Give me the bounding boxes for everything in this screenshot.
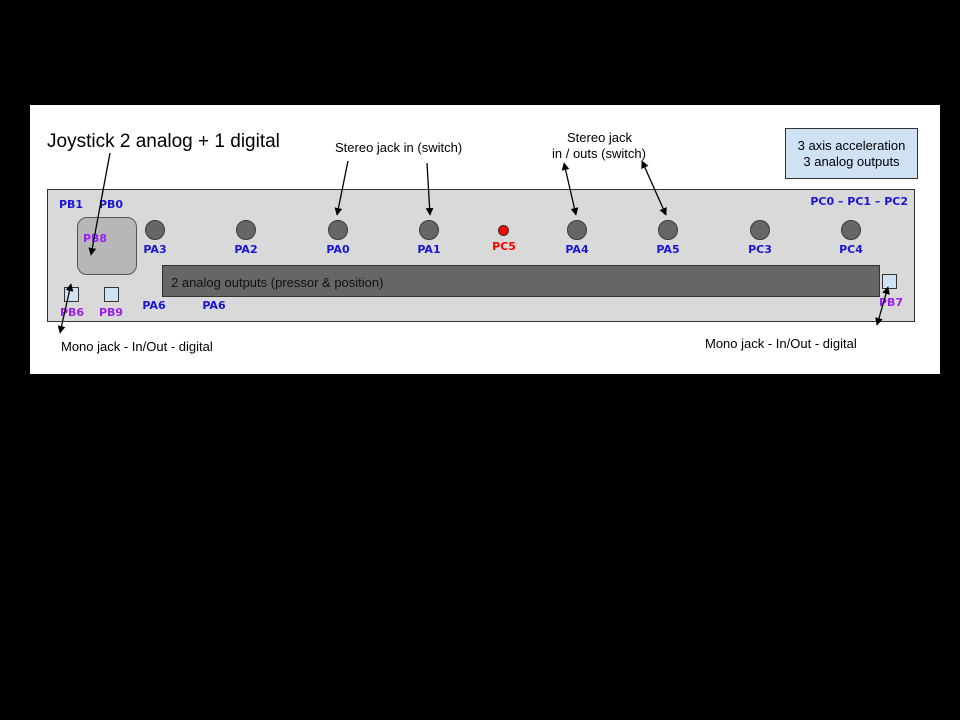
analog-output-label: 2 analog outputs (pressor & position) [171, 275, 384, 290]
jack-pc3[interactable] [750, 220, 770, 240]
stereo-inout-annotation-line1: Stereo jack [567, 130, 633, 145]
mono-left-annotation: Mono jack - In/Out - digital [61, 339, 213, 354]
jack-pa1[interactable] [419, 220, 439, 240]
analog-output-bar[interactable]: 2 analog outputs (pressor & position) [162, 265, 880, 297]
jack-pc4[interactable] [841, 220, 861, 240]
annotation-arrows [57, 152, 890, 334]
label-pa6-b: PA6 [202, 299, 226, 312]
label-pa0: PA0 [326, 243, 350, 256]
arrow-stereo-in-pa1 [425, 162, 434, 216]
label-pa4: PA4 [565, 243, 589, 256]
front-panel: PB1 PB0 PC0 – PC1 – PC2 PB8 PA3 PA2 PA0 … [47, 189, 915, 322]
label-pa2: PA2 [234, 243, 258, 256]
led-pc5 [498, 225, 509, 236]
label-pc4: PC4 [839, 243, 863, 256]
acceleration-box: 3 axis acceleration 3 analog outputs [785, 128, 918, 179]
joystick-annotation: Joystick 2 analog + 1 digital [47, 131, 280, 152]
label-pc5: PC5 [492, 240, 516, 253]
accel-line2: 3 analog outputs [803, 154, 900, 169]
label-pb9: PB9 [98, 306, 124, 319]
arrow-stereo-in-pa0 [334, 160, 349, 216]
jack-pa5[interactable] [658, 220, 678, 240]
arrow-stereo-pa4 [561, 162, 579, 216]
label-pc3: PC3 [748, 243, 772, 256]
arrow-mono-left [57, 283, 74, 334]
arrow-mono-right [875, 286, 890, 326]
label-pa1: PA1 [417, 243, 441, 256]
label-pa5: PA5 [656, 243, 680, 256]
arrow-stereo-pa5 [641, 160, 667, 216]
jack-pa0[interactable] [328, 220, 348, 240]
jack-pa2[interactable] [236, 220, 256, 240]
label-pc-group: PC0 – PC1 – PC2 [810, 195, 908, 208]
mono-right-annotation: Mono jack - In/Out - digital [705, 336, 857, 351]
label-pa3: PA3 [143, 243, 167, 256]
joystick[interactable] [77, 217, 137, 275]
label-pb1: PB1 [58, 198, 84, 211]
label-pa6-a: PA6 [142, 299, 166, 312]
jack-pb9[interactable] [104, 287, 119, 302]
jack-pa3[interactable] [145, 220, 165, 240]
stereo-in-annotation: Stereo jack in (switch) [335, 140, 463, 155]
arrow-joystick [88, 152, 111, 256]
jack-pa4[interactable] [567, 220, 587, 240]
accel-line1: 3 axis acceleration [797, 138, 906, 153]
stereo-inout-annotation-line2: in / outs (switch) [552, 146, 646, 161]
label-pb8: PB8 [82, 232, 108, 245]
label-pb0: PB0 [98, 198, 124, 211]
diagram-canvas: Joystick 2 analog + 1 digital Stereo jac… [30, 105, 940, 374]
